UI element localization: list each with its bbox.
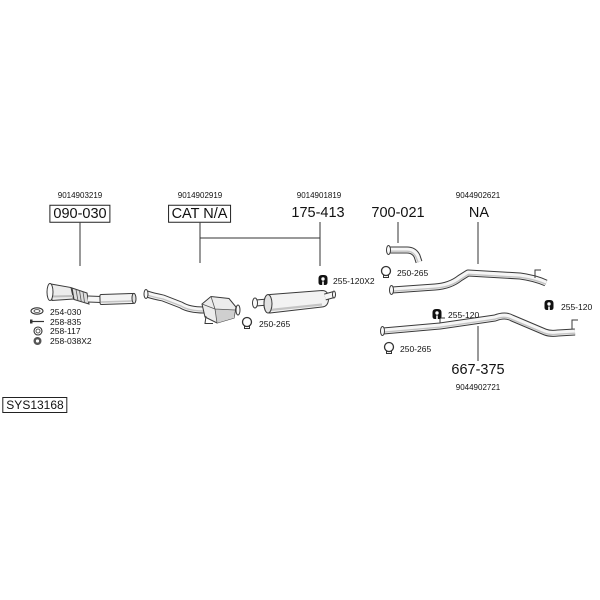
link-pipe (386, 245, 423, 264)
accessory-label-silencer-hanger: 255-120X2 (333, 275, 375, 286)
rubber-hanger-icon-slot (436, 315, 438, 319)
upper-tail-pipe-flange (389, 285, 394, 295)
front-pipe-resonator-body (99, 292, 135, 306)
front-pipe-resonator (99, 292, 137, 306)
catalyst (143, 289, 241, 324)
link-pipe-shade (389, 250, 419, 263)
rubber-hanger-icon (318, 275, 328, 285)
front-pipe-part-number: 090-030 (49, 204, 111, 223)
middle-silencer-outlet-end (332, 290, 336, 299)
accessory-label-gasket: 254-030 (50, 306, 82, 317)
spring-washer-icon (33, 326, 43, 336)
front-pipe-cone (50, 283, 75, 302)
clamp-icon-tab (383, 274, 389, 278)
upper-tail-pipe (389, 269, 548, 295)
front-pipe-tube-fill (87, 296, 102, 302)
upper-tail-pipe-part-number: NA (468, 204, 490, 221)
spring-washer-icon-inner (35, 328, 41, 334)
nut-icon-hole (35, 339, 40, 343)
catalyst-pipe-fill (146, 291, 205, 313)
rubber-hanger-icon-hole (547, 302, 551, 306)
catalyst-oe-number: 9014902919 (177, 191, 223, 200)
rubber-hanger-icon (544, 300, 554, 310)
front-pipe-flange (46, 283, 54, 301)
system-code: SYS13168 (2, 396, 68, 413)
lower-tail-pipe-shade (382, 316, 576, 336)
spring-washer-icon-outer (33, 326, 43, 336)
accessory-label-catalyst-clamp: 250-265 (259, 318, 291, 329)
accessory-label-lower-pipe-clamp: 250-265 (400, 343, 432, 354)
lower-tail-pipe-bracket-end (571, 319, 578, 329)
clamp-icon (383, 341, 395, 354)
leader-lines (79, 222, 479, 361)
upper-tail-pipe-oe-number: 9044902621 (455, 191, 501, 200)
gasket-icon (30, 307, 44, 315)
rubber-hanger-icon-hole (435, 311, 439, 315)
clamp-icon-ring (380, 265, 392, 277)
catalyst-inlet-flange (143, 289, 149, 299)
clamp-icon-tab (244, 325, 250, 329)
catalyst-shield-lines (201, 296, 236, 324)
clamp-icon-tab (386, 350, 392, 354)
lower-tail-pipe-flange (380, 326, 385, 336)
gasket-icon-outer (30, 307, 44, 315)
gasket-icon-inner (33, 309, 41, 313)
clamp-icon-ring (241, 316, 253, 328)
nut-icon (33, 337, 42, 345)
rubber-hanger-icon (432, 309, 442, 319)
accessory-label-lower-pipe-hanger: 255-120 (448, 309, 480, 320)
accessory-label-spring-washer: 258-117 (50, 325, 81, 336)
link-pipe-flange (386, 245, 391, 255)
middle-silencer-body-shade (269, 303, 323, 312)
front-pipe-flex-ribs (75, 289, 85, 303)
accessory-label-link-pipe-clamp: 250-265 (397, 267, 429, 278)
accessory-label-bolt: 258-835 (50, 316, 82, 327)
middle-silencer (252, 289, 336, 314)
clamp-icon (380, 265, 392, 278)
accessory-label-upper-pipe-hanger: 255-120 (561, 301, 593, 312)
clamp-icon-ring (383, 341, 395, 353)
catalyst-pipe-shade (146, 294, 205, 312)
bolt-icon-head (30, 319, 33, 324)
front-pipe-cone-shade (52, 295, 74, 298)
link-pipe-part-number: 700-021 (371, 204, 425, 221)
upper-tail-pipe-bracket (534, 269, 541, 278)
rubber-hanger-icon-hole (321, 277, 325, 281)
lower-tail-pipe-part-number: 667-375 (451, 361, 505, 378)
link-pipe-fill (389, 247, 422, 263)
front-pipe (46, 283, 137, 306)
lower-tail-pipe-oe-number: 9044902721 (455, 383, 501, 392)
catalyst-body-shade (215, 309, 235, 323)
bolt-icon (30, 319, 44, 324)
rubber-hanger-icon-slot (322, 281, 324, 285)
front-pipe-resonator-end (131, 292, 137, 304)
middle-silencer-oe-number: 9014901819 (296, 191, 342, 200)
lower-tail-pipe (380, 312, 578, 337)
catalyst-outlet-flange (235, 304, 241, 316)
middle-silencer-end-cap (263, 294, 273, 314)
front-pipe-resonator-shade (101, 300, 134, 303)
rubber-hanger-icon-slot (548, 306, 550, 310)
front-pipe-oe-number: 9014903219 (57, 191, 103, 200)
middle-silencer-inlet-flange (252, 297, 258, 309)
upper-tail-pipe-shade (391, 273, 547, 292)
upper-tail-pipe-fill (391, 270, 548, 293)
catalyst-bracket (204, 315, 213, 324)
accessory-label-nut: 258-038X2 (50, 335, 92, 346)
lower-tail-pipe-fill (382, 313, 576, 336)
clamp-icon (241, 316, 253, 329)
middle-silencer-part-number: 175-413 (291, 204, 345, 221)
catalyst-part-number: CAT N/A (167, 204, 232, 223)
